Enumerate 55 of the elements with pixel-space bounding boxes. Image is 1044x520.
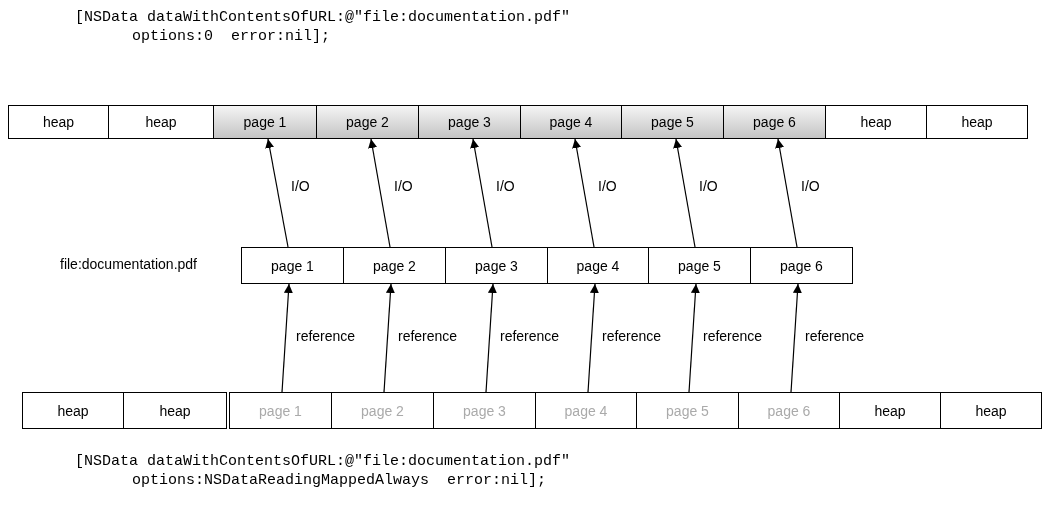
heap-cell: heap: [839, 392, 941, 429]
mapped-page-cell: page 3: [433, 392, 536, 429]
heap-cell: heap: [22, 392, 124, 429]
file-page-cell: page 4: [547, 247, 649, 284]
edge-label: I/O: [394, 178, 413, 194]
memory-page-cell: page 1: [213, 105, 317, 139]
arrow: [587, 283, 599, 393]
file-page-cell: page 6: [750, 247, 853, 284]
arrow: [688, 283, 700, 393]
code-line: options:NSDataReadingMappedAlways error:nil];: [132, 472, 547, 489]
heap-cell: heap: [926, 105, 1028, 139]
heap-cell: heap: [940, 392, 1042, 429]
memory-page-cell: page 4: [520, 105, 622, 139]
arrow: [281, 283, 293, 393]
arrow: [673, 138, 696, 248]
arrow: [383, 283, 395, 393]
edge-label: I/O: [598, 178, 617, 194]
arrow: [790, 283, 802, 393]
heap-cell: heap: [8, 105, 109, 139]
mapped-page-cell: page 2: [331, 392, 434, 429]
edge-label: reference: [602, 328, 662, 344]
mapped-page-cell: page 1: [229, 392, 332, 429]
edge-label: I/O: [496, 178, 515, 194]
memory-page-cell: page 3: [418, 105, 521, 139]
memory-page-cell: page 2: [316, 105, 419, 139]
code-line: options:0 error:nil];: [132, 28, 331, 45]
mapped-page-cell: page 5: [636, 392, 739, 429]
edge-label: I/O: [801, 178, 820, 194]
arrow: [470, 138, 493, 248]
edge-label: reference: [703, 328, 763, 344]
arrow: [775, 138, 798, 248]
code-line: [NSData dataWithContentsOfURL:@"file:documentation.pdf": [75, 9, 571, 26]
memory-page-cell: page 5: [621, 105, 724, 139]
heap-cell: heap: [108, 105, 214, 139]
edge-label: reference: [805, 328, 865, 344]
mapped-page-cell: page 4: [535, 392, 637, 429]
file-page-cell: page 2: [343, 247, 446, 284]
heap-cell: heap: [825, 105, 927, 139]
code-line: [NSData dataWithContentsOfURL:@"file:documentation.pdf": [75, 453, 571, 470]
edge-label: reference: [500, 328, 560, 344]
mapped-page-cell: page 6: [738, 392, 840, 429]
arrow: [368, 138, 391, 248]
arrow: [265, 138, 289, 248]
memory-page-cell: page 6: [723, 105, 826, 139]
edge-label: reference: [296, 328, 356, 344]
edge-label: reference: [398, 328, 458, 344]
arrow: [572, 138, 595, 248]
heap-cell: heap: [123, 392, 227, 429]
file-page-cell: page 3: [445, 247, 548, 284]
edge-label: I/O: [699, 178, 718, 194]
file-page-cell: page 1: [241, 247, 344, 284]
arrow: [485, 283, 497, 393]
file-label: file:documentation.pdf: [60, 256, 197, 272]
edge-label: I/O: [291, 178, 310, 194]
file-page-cell: page 5: [648, 247, 751, 284]
